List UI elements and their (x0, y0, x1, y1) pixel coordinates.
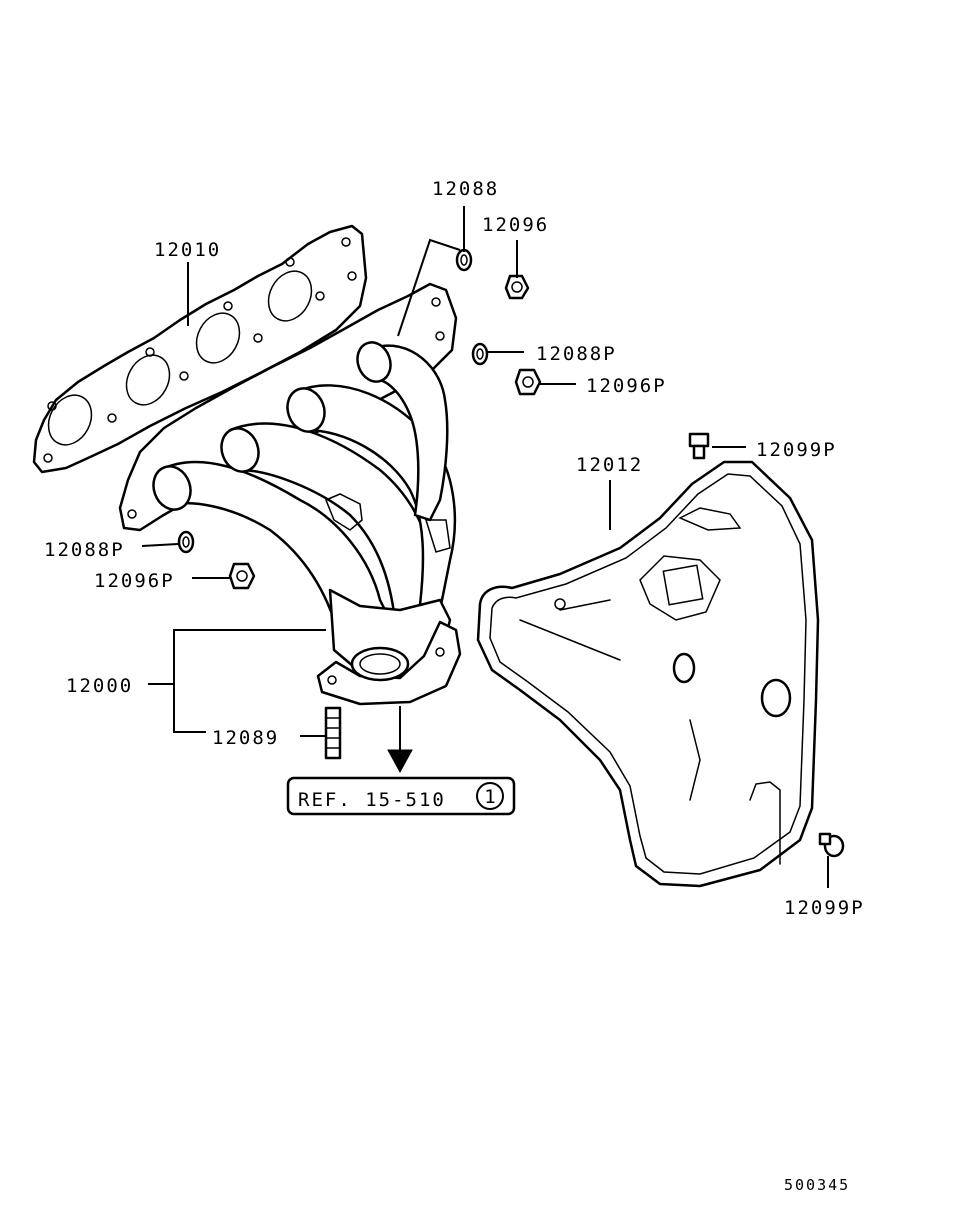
label-12099p-bottom: 12099P (784, 897, 865, 919)
label-12096-top: 12096 (482, 214, 549, 236)
label-12099p-top: 12099P (756, 439, 837, 461)
label-12012: 12012 (576, 454, 643, 476)
stud-12089 (324, 706, 342, 760)
washer-12088p-right (471, 342, 489, 366)
label-12096p-right: 12096P (586, 375, 667, 397)
bolt-12099p-bottom (818, 832, 845, 858)
reference-circle-number: 1 (484, 786, 495, 808)
nut-12096p-left (228, 562, 256, 590)
washer-12088-top (455, 248, 473, 272)
washer-12088p-left (177, 530, 195, 554)
leader-lines (141, 206, 829, 888)
reference-box: REF. 15-510 1 (286, 776, 516, 816)
reference-text: REF. 15-510 (298, 789, 446, 811)
label-12089: 12089 (212, 727, 279, 749)
nut-12096p-right (514, 368, 542, 396)
label-12088p-right: 12088P (536, 343, 617, 365)
label-12096p-left: 12096P (94, 570, 175, 592)
nut-12096-top (504, 274, 530, 300)
label-12088p-left: 12088P (44, 539, 125, 561)
diagram-id: 500345 (784, 1176, 850, 1194)
heat-protector-12012 (476, 460, 820, 888)
exhaust-manifold-12000 (118, 282, 462, 706)
label-12000: 12000 (66, 675, 133, 697)
label-12010: 12010 (154, 239, 221, 261)
label-12088-top: 12088 (432, 178, 499, 200)
gasket-12010 (32, 224, 368, 474)
bolt-12099p-top (688, 432, 710, 460)
